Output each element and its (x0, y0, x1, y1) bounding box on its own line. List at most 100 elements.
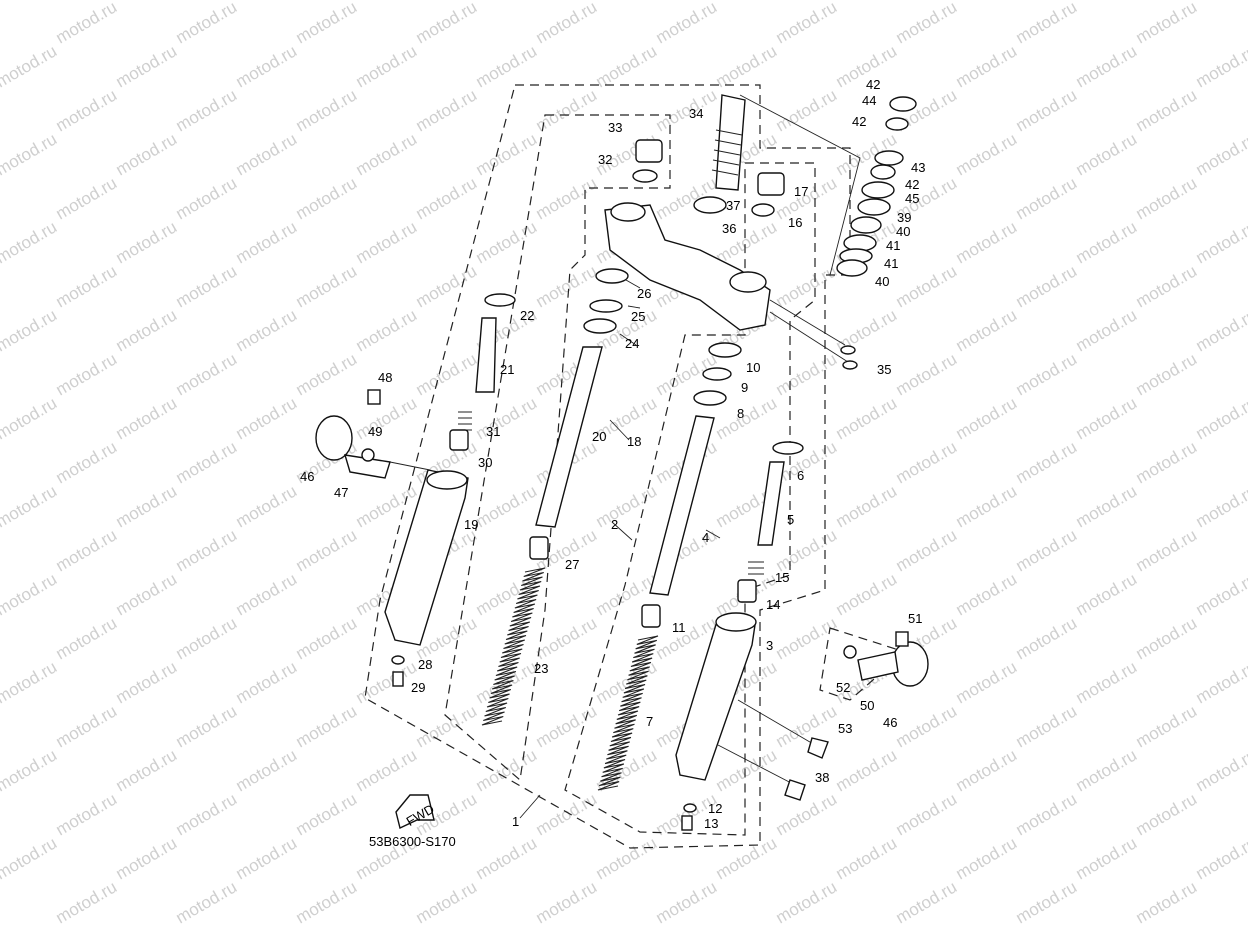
watermark-text: motod.ru (1013, 85, 1081, 135)
watermark-text: motod.ru (833, 569, 901, 619)
callout-label: 10 (746, 360, 760, 375)
damper-rod-5 (757, 461, 785, 546)
seat-14 (737, 579, 757, 603)
callout-label: 30 (478, 455, 492, 470)
callout-label: 38 (815, 770, 829, 785)
watermark-text: motod.ru (413, 173, 481, 223)
washer-28 (391, 655, 405, 665)
watermark-text: motod.ru (53, 173, 121, 223)
under-bracket (604, 204, 771, 331)
watermark-text: motod.ru (173, 613, 241, 663)
callout-label: 51 (908, 611, 922, 626)
bracket-right-bore (729, 271, 767, 293)
watermark-text: motod.ru (233, 833, 301, 883)
callout-label: 28 (418, 657, 432, 672)
callout-label: 31 (486, 424, 500, 439)
watermark-text: motod.ru (1193, 657, 1248, 707)
stem-collar (693, 196, 727, 214)
watermark-text: motod.ru (353, 393, 421, 443)
watermark-text: motod.ru (293, 789, 361, 839)
inner-tube-20 (535, 346, 603, 528)
watermark-text: motod.ru (113, 393, 181, 443)
watermark-text: motod.ru (1073, 305, 1141, 355)
watermark-text: motod.ru (1193, 41, 1248, 91)
watermark-text: motod.ru (173, 0, 241, 47)
watermark-text: motod.ru (1133, 349, 1201, 399)
watermark-text: motod.ru (173, 437, 241, 487)
watermark-text: motod.ru (173, 789, 241, 839)
callout-label: 34 (689, 106, 703, 121)
nut-52 (843, 645, 857, 659)
callout-label: 19 (464, 517, 478, 532)
watermark-text: motod.ru (0, 569, 60, 619)
callout-label: 22 (520, 308, 534, 323)
watermark-text: motod.ru (113, 657, 181, 707)
watermark-text: motod.ru (893, 0, 961, 47)
watermark-text: motod.ru (293, 173, 361, 223)
watermark-text: motod.ru (773, 0, 841, 47)
watermark-text: motod.ru (773, 349, 841, 399)
callout-label: 29 (411, 680, 425, 695)
callout-label: 40 (875, 274, 889, 289)
stem-thread (711, 129, 743, 176)
leader-lines (519, 279, 721, 819)
callout-label: 8 (737, 406, 744, 421)
watermark-text: motod.ru (173, 85, 241, 135)
watermark-text: motod.ru (653, 85, 721, 135)
watermark-text: motod.ru (713, 745, 781, 795)
watermark-text: motod.ru (713, 0, 781, 3)
watermark-text: motod.ru (1013, 701, 1081, 751)
watermark-text: motod.ru (353, 129, 421, 179)
watermark-text: motod.ru (1193, 833, 1248, 883)
callout-label: 13 (704, 816, 718, 831)
callout-label: 25 (631, 309, 645, 324)
watermark-text: motod.ru (53, 789, 121, 839)
watermark-text: motod.ru (833, 393, 901, 443)
parts (315, 94, 929, 831)
watermark-text: motod.ru (1013, 877, 1081, 927)
watermark-text: motod.ru (713, 833, 781, 883)
callout-label: 42 (866, 77, 880, 92)
watermark-text: motod.ru (773, 877, 841, 927)
callout-label: 18 (627, 434, 641, 449)
watermark-text: motod.ru (1073, 833, 1141, 883)
spring-7 (597, 635, 659, 791)
bolt-13 (681, 815, 693, 831)
watermark-text: motod.ru (773, 789, 841, 839)
watermark-text: motod.ru (1013, 173, 1081, 223)
reflector-46-left (315, 415, 353, 461)
watermark-text: motod.ru (293, 349, 361, 399)
watermark-text: motod.ru (0, 833, 60, 883)
watermark-text: motod.ru (353, 217, 421, 267)
watermark-text: motod.ru (353, 481, 421, 531)
watermark-text: motod.ru (1013, 261, 1081, 311)
watermark-text: motod.ru (893, 789, 961, 839)
watermark-text: motod.ru (953, 0, 1021, 3)
callout-label: 23 (534, 661, 548, 676)
seal-24 (583, 318, 617, 334)
watermark-text: motod.ru (233, 745, 301, 795)
callout-label: 9 (741, 380, 748, 395)
watermark-text: motod.ru (113, 41, 181, 91)
callout-label: 6 (797, 468, 804, 483)
watermark-text: motod.ru (533, 173, 601, 223)
watermark-text: motod.ru (893, 437, 961, 487)
watermark-text: motod.ru (893, 877, 961, 927)
watermark-text: motod.ru (1013, 525, 1081, 575)
cap-bolt-right (757, 172, 785, 196)
watermark-text: motod.ru (1133, 85, 1201, 135)
watermark-text: motod.ru (0, 481, 60, 531)
watermark-text: motod.ru (293, 0, 361, 47)
callout-label: 21 (500, 362, 514, 377)
watermark-text: motod.ru (1133, 613, 1201, 663)
bracket-left-bore (610, 202, 646, 222)
watermark-text: motod.ru (713, 41, 781, 91)
watermark-text: motod.ru (533, 613, 601, 663)
watermark-text: motod.ru (473, 217, 541, 267)
watermark-text: motod.ru (233, 481, 301, 531)
clip-9 (702, 367, 732, 381)
bearing-stack (836, 96, 917, 277)
callout-labels: 1234567891011121314151617181920212223242… (300, 77, 925, 831)
watermark-text: motod.ru (113, 569, 181, 619)
